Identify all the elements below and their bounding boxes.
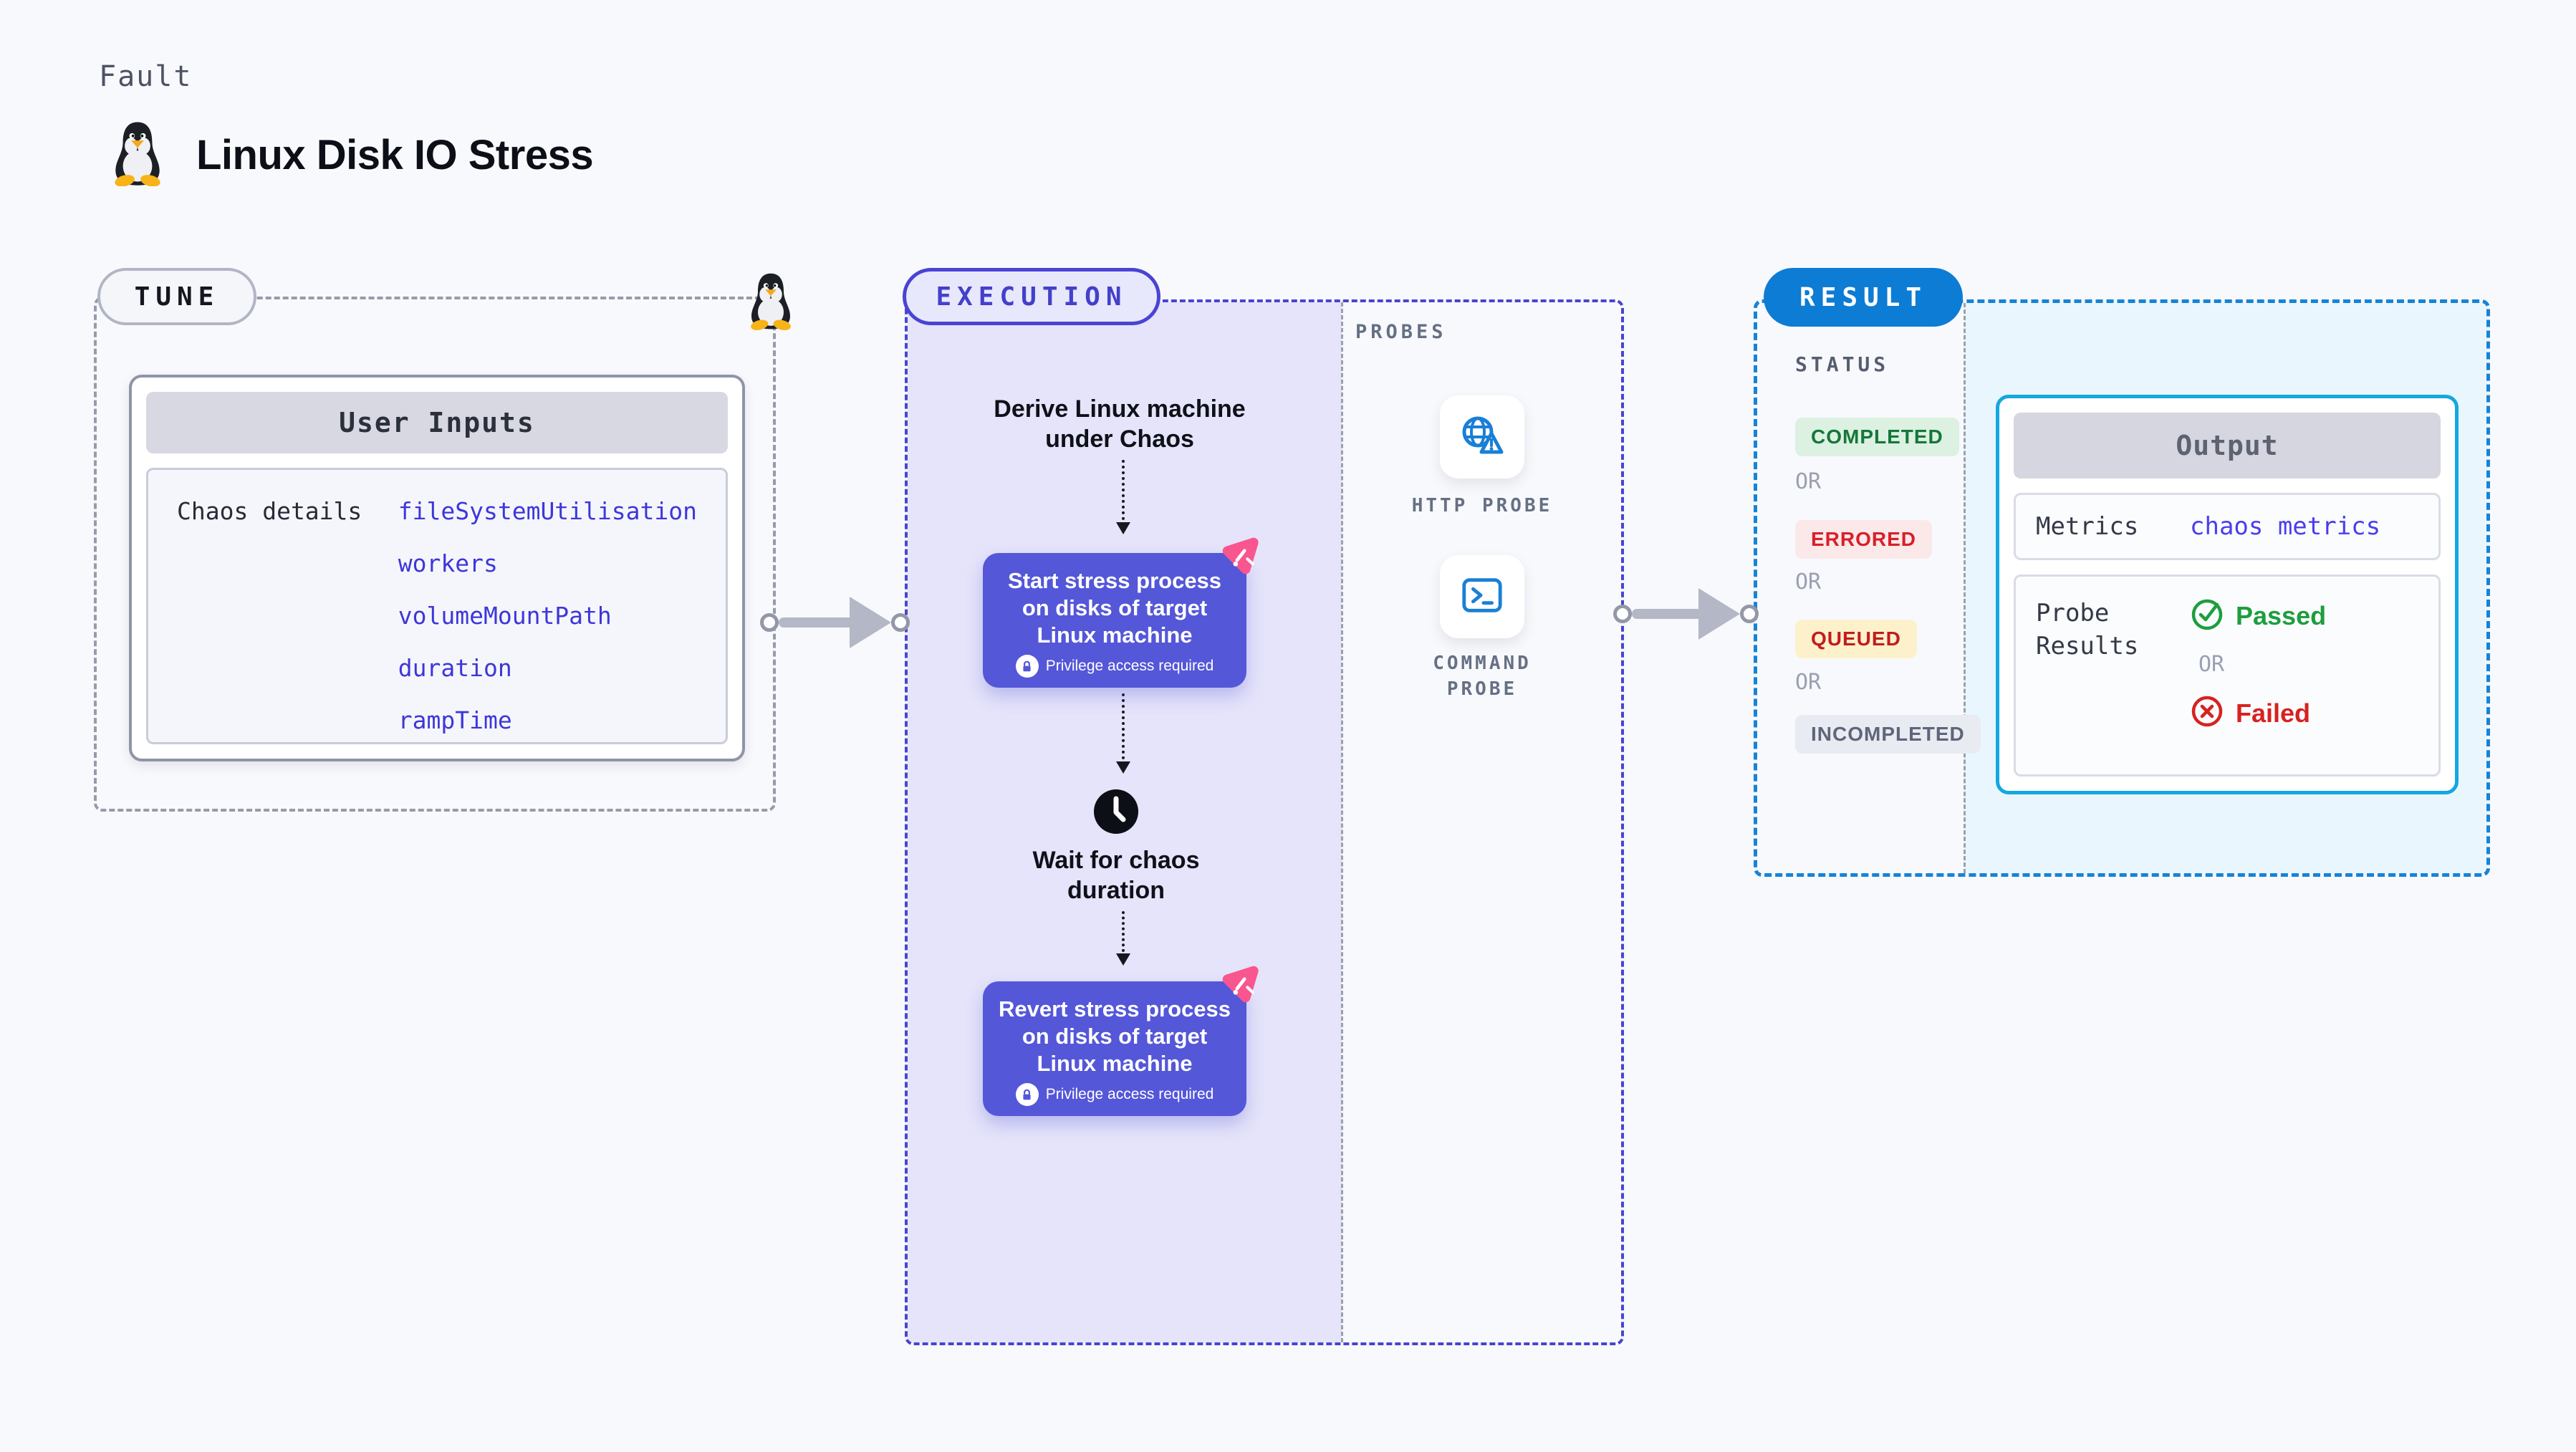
connector-line: [779, 617, 854, 628]
passed-state: Passed: [2190, 597, 2326, 635]
tux-penguin-icon: [107, 120, 168, 190]
lock-icon: [1015, 1083, 1039, 1106]
user-inputs-card: User Inputs Chaos details fileSystemUtil…: [129, 375, 745, 761]
connector-port: [891, 613, 910, 632]
output-card: Output Metrics chaos metrics Probe Resul…: [1996, 395, 2459, 794]
probes-label: PROBES: [1355, 321, 1447, 343]
fault-kicker: Fault: [99, 60, 193, 93]
task-label: Start stress process on disks of target …: [1007, 568, 1222, 648]
arrowhead-icon: [1698, 588, 1740, 640]
status-badge-incompleted: INCOMPLETED: [1795, 715, 1981, 754]
metrics-row: Metrics chaos metrics: [2014, 493, 2441, 560]
privilege-note: Privilege access required: [999, 655, 1231, 678]
result-divider: [1964, 303, 1966, 873]
globe-alert-icon: [1458, 413, 1506, 461]
input-value: volumeMountPath: [398, 602, 612, 630]
or-separator: OR: [1795, 569, 1822, 595]
http-probe-card: [1440, 395, 1524, 479]
flow-arrow-down-icon: [1116, 693, 1130, 774]
connector-line: [1632, 609, 1703, 619]
status-badge-errored: ERRORED: [1795, 520, 1933, 559]
failed-label: Failed: [2236, 698, 2311, 728]
task-label: Revert stress process on disks of target…: [999, 996, 1231, 1076]
connector-port: [1740, 605, 1759, 623]
flow-arrow-down-icon: [1116, 460, 1130, 534]
user-inputs-body: Chaos details fileSystemUtilisation work…: [146, 468, 728, 744]
or-separator: OR: [2198, 652, 2225, 677]
task-revert-stress: Revert stress process on disks of target…: [983, 966, 1259, 1116]
privilege-note-label: Privilege access required: [1045, 1086, 1214, 1102]
lock-icon: [1015, 655, 1039, 678]
task-start-stress: Start stress process on disks of target …: [983, 537, 1259, 688]
failed-state: Failed: [2190, 694, 2326, 732]
user-inputs-header: User Inputs: [146, 392, 728, 453]
terminal-icon: [1460, 573, 1504, 621]
metrics-value: chaos metrics: [2190, 512, 2381, 541]
input-value: duration: [398, 654, 512, 682]
tune-section-box: [94, 297, 776, 812]
probes-divider: [1341, 302, 1343, 1342]
result-pill: RESULT: [1764, 268, 1963, 327]
chaos-details-label: Chaos details: [177, 497, 362, 525]
input-value: workers: [398, 549, 498, 577]
privilege-note-label: Privilege access required: [1045, 658, 1214, 674]
input-value: fileSystemUtilisation: [398, 497, 697, 525]
http-probe-label: HTTP PROBE: [1411, 495, 1553, 516]
x-circle-icon: [2190, 694, 2224, 732]
status-label: STATUS: [1795, 352, 1890, 376]
output-header: Output: [2014, 413, 2441, 479]
step-derive-machine: Derive Linux machine under Chaos: [994, 395, 1246, 453]
chaos-details-values: fileSystemUtilisation workers volumeMoun…: [398, 497, 697, 734]
probe-results-label: Probe Results: [2036, 599, 2139, 660]
page-title: Linux Disk IO Stress: [196, 132, 594, 178]
chaos-spark-icon: [1215, 534, 1262, 582]
input-value: rampTime: [398, 706, 512, 734]
or-separator: OR: [1795, 670, 1822, 695]
probe-results-row: Probe Results Passed OR: [2014, 574, 2441, 777]
probe-results-states: Passed OR Failed: [2190, 597, 2326, 754]
passed-label: Passed: [2236, 600, 2327, 630]
connector-execution-to-result: [1613, 588, 1759, 640]
connector-tune-to-execution: [760, 597, 910, 648]
metrics-label: Metrics: [2036, 512, 2139, 541]
result-section-box: [1754, 299, 2490, 877]
tux-penguin-small-icon: [745, 271, 797, 335]
command-probe-card: [1440, 555, 1524, 638]
execution-pill: EXECUTION: [903, 268, 1160, 325]
page-header: Linux Disk IO Stress: [107, 120, 594, 190]
connector-port: [1613, 605, 1632, 623]
tune-pill: TUNE: [97, 268, 256, 325]
arrowhead-icon: [850, 597, 891, 648]
privilege-note: Privilege access required: [999, 1083, 1231, 1106]
command-probe-label: COMMAND PROBE: [1433, 653, 1532, 700]
or-separator: OR: [1795, 469, 1822, 494]
check-circle-icon: [2190, 597, 2224, 635]
connector-port: [760, 613, 779, 632]
chaos-spark-icon: [1215, 963, 1262, 1010]
step-wait-duration: Wait for chaos duration: [1032, 847, 1200, 904]
status-badge-queued: QUEUED: [1795, 620, 1917, 658]
execution-section-box: [905, 299, 1624, 1345]
clock-icon: [1092, 788, 1140, 835]
flow-arrow-down-icon: [1116, 911, 1130, 966]
status-badge-completed: COMPLETED: [1795, 418, 1959, 456]
